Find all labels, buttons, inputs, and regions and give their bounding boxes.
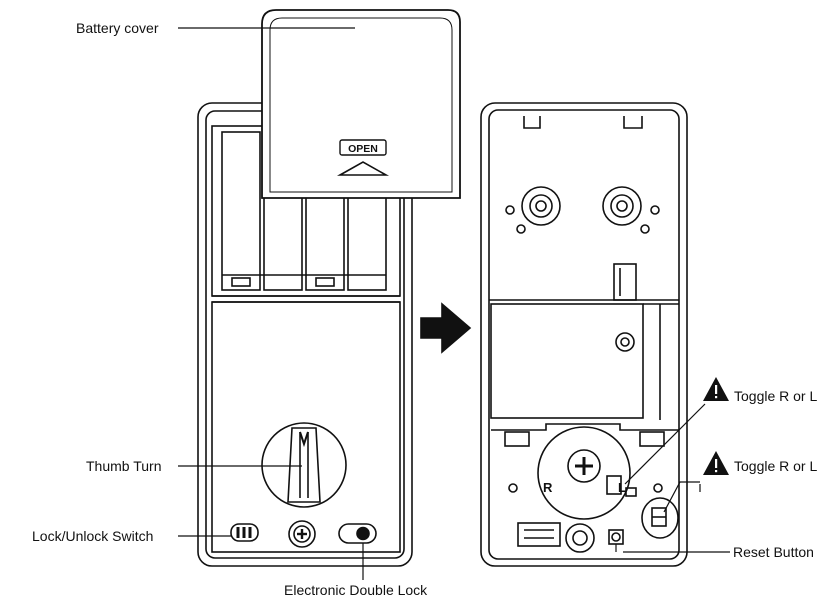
thumb-turn-label: Thumb Turn [86,458,162,474]
arrow-right-icon [420,302,472,354]
open-badge: OPEN [348,143,378,155]
screw-icon [567,449,601,483]
warning-icon [703,451,729,475]
rotor-right-mark: R [543,480,553,495]
rotor-left-mark: L [618,480,626,495]
electronic-double-lock-label: Electronic Double Lock [284,582,428,598]
thumb-turn[interactable] [261,422,347,508]
screw-icon [288,520,316,548]
toggle-switch[interactable] [641,497,679,539]
toggle-label-2: Toggle R or L [734,458,818,474]
reset-button[interactable] [608,529,624,545]
battery-cover-label: Battery cover [76,20,159,36]
toggle-label-1: Toggle R or L [734,388,818,404]
reset-button-label: Reset Button [733,544,814,560]
right-lock-body [480,102,688,567]
lock-unlock-switch-label: Lock/Unlock Switch [32,528,154,544]
battery-pack [221,131,387,291]
battery-cover[interactable] [261,9,461,199]
warning-icon [703,377,729,401]
lock-unlock-switch[interactable] [230,523,259,542]
electronic-double-lock-switch[interactable] [338,523,377,544]
